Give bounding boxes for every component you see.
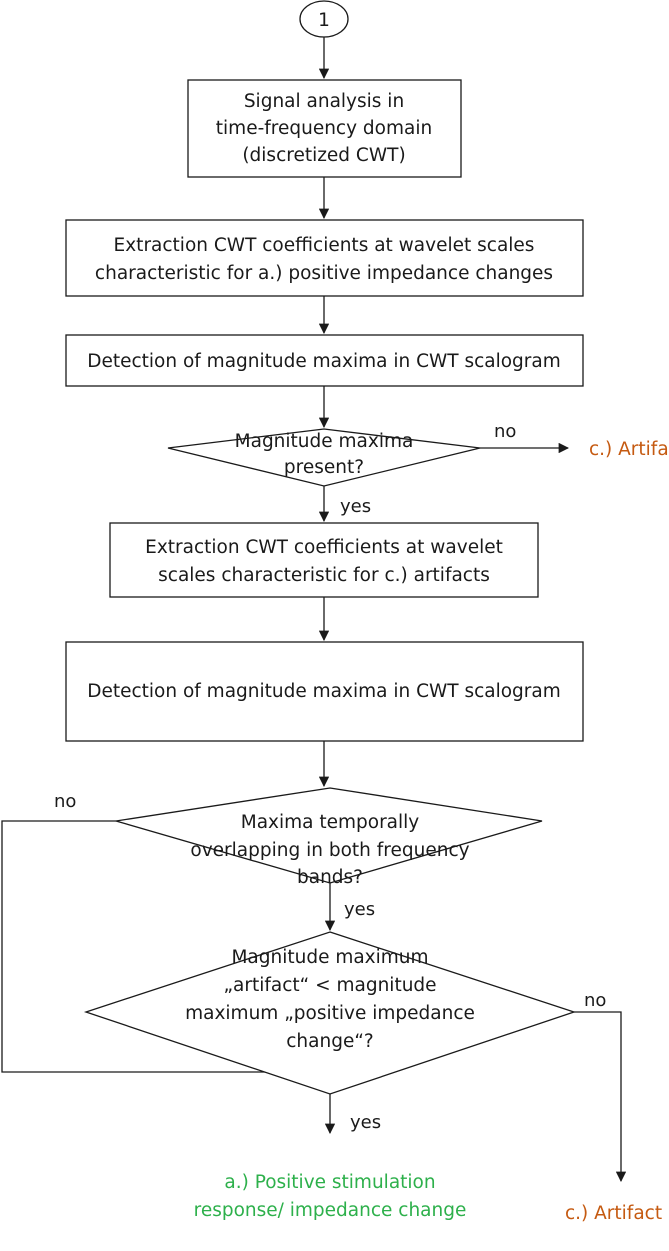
decision-maxima-present-line-1: Magnitude maxima — [235, 431, 414, 452]
process-extract-positive: Extraction CWT coefficients at wavelet s… — [65, 219, 584, 297]
process-extract-artifact-line-2: scales characteristic for c.) artifacts — [158, 565, 490, 586]
decision-maxima-overlap-line-1: Maxima temporally — [241, 812, 420, 833]
process-detect-maxima-1: Detection of magnitude maxima in CWT sca… — [65, 334, 584, 387]
decision-compare-magnitude-line-3: maximum „positive impedance — [185, 1003, 475, 1024]
outcome-positive-line-2: response/ impedance change — [194, 1200, 467, 1221]
edge-label-overlap-no: no — [54, 791, 76, 812]
process-detect-maxima-1-text: Detection of magnitude maxima in CWT sca… — [87, 351, 561, 372]
process-extract-artifact-line-1: Extraction CWT coefficients at wavelet — [145, 537, 503, 558]
process-detect-maxima-2-text: Detection of magnitude maxima in CWT sca… — [87, 681, 561, 702]
edge-label-compare-no: no — [584, 990, 606, 1011]
edge-label-present-yes: yes — [340, 496, 371, 517]
start-connector-label: 1 — [318, 10, 330, 31]
edge-overlap-no-to-merge — [1, 820, 320, 1078]
process-signal-analysis-line-1: Signal analysis in — [244, 91, 404, 112]
process-detect-maxima-2: Detection of magnitude maxima in CWT sca… — [65, 641, 584, 742]
decision-compare-magnitude: Magnitude maximum „artifact“ < magnitude… — [83, 931, 577, 1095]
process-signal-analysis: Signal analysis in time-frequency domain… — [187, 79, 462, 178]
edges — [1, 37, 627, 1183]
outcome-positive-line-1: a.) Positive stimulation — [224, 1172, 435, 1193]
edge-compare-no-to-artifact — [574, 1011, 627, 1183]
process-signal-analysis-line-2: time-frequency domain — [216, 118, 432, 139]
start-connector: 1 — [299, 0, 349, 38]
decision-maxima-present-line-2: present? — [284, 457, 364, 478]
outcome-artifact-1: c.) Artifact — [589, 439, 669, 460]
decision-compare-magnitude-line-1: Magnitude maximum — [231, 947, 428, 968]
edge-label-present-no: no — [494, 421, 516, 442]
outcome-artifact-2: c.) Artifact — [565, 1203, 662, 1224]
edge-label-overlap-yes: yes — [344, 899, 375, 920]
decision-compare-magnitude-line-2: „artifact“ < magnitude — [223, 975, 436, 996]
process-extract-artifact: Extraction CWT coefficients at wavelet s… — [109, 522, 539, 598]
decision-maxima-overlap: Maxima temporally overlapping in both fr… — [115, 787, 543, 888]
edge-label-compare-yes: yes — [350, 1112, 381, 1133]
process-extract-positive-line-1: Extraction CWT coefficients at wavelet s… — [114, 235, 535, 256]
process-signal-analysis-line-3: (discretized CWT) — [242, 145, 405, 166]
decision-maxima-overlap-line-2: overlapping in both frequency — [190, 840, 469, 861]
process-extract-positive-line-2: characteristic for a.) positive impedanc… — [95, 263, 553, 284]
decision-maxima-present: Magnitude maxima present? — [167, 428, 481, 487]
decision-maxima-overlap-line-3: bands? — [297, 867, 363, 888]
decision-compare-magnitude-line-4: change“? — [286, 1031, 374, 1052]
